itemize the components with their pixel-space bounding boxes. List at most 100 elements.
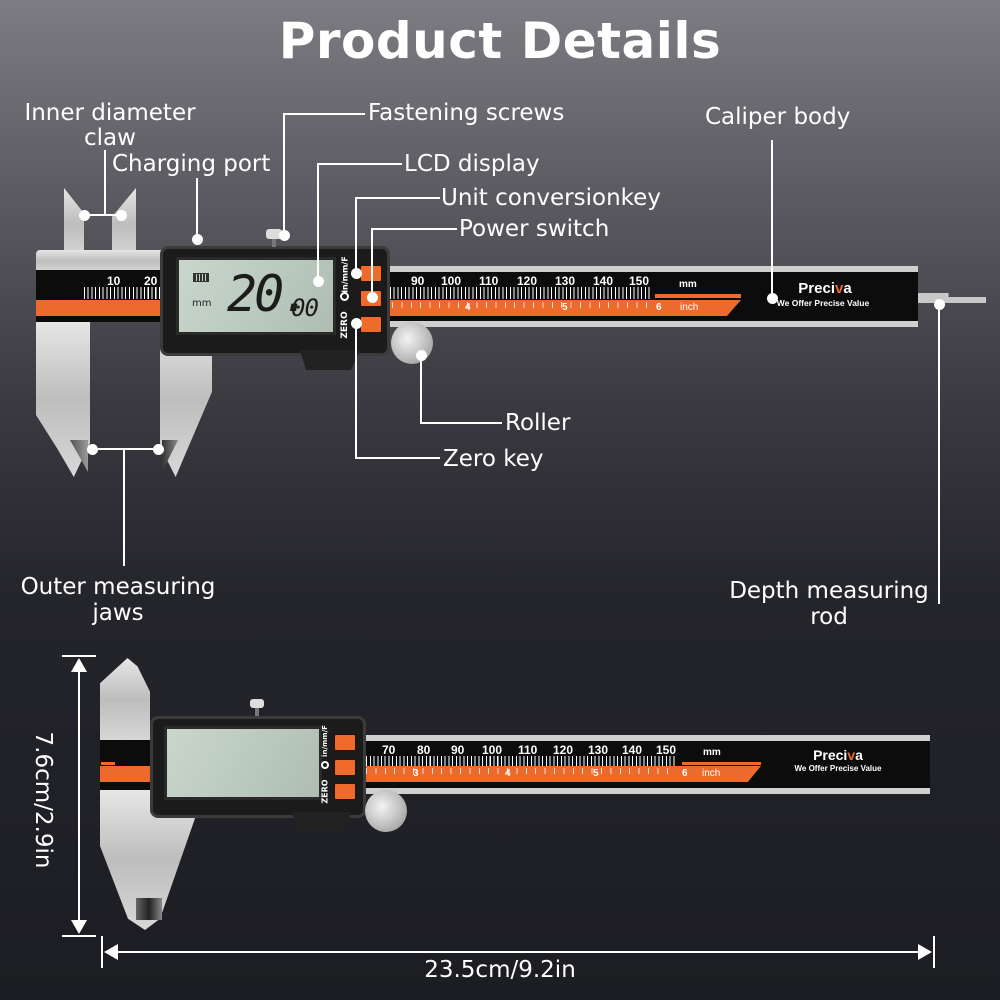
- mm-ticks-right: [390, 287, 652, 299]
- point-dot: [933, 298, 945, 310]
- height-dimension-label: 7.6cm/2.9in: [30, 731, 56, 869]
- point-dot: [350, 317, 362, 329]
- label-roller: Roller: [505, 410, 571, 436]
- leader-outer-jaws-h: [92, 448, 158, 450]
- brand-name-pre: Preci: [798, 280, 835, 297]
- brand-tagline: We Offer Precise Value: [776, 298, 870, 308]
- leader-lcd-v: [317, 163, 319, 281]
- scale-number: 10: [107, 274, 121, 288]
- label-charging-port: Charging port: [112, 151, 271, 177]
- battery-icon: [193, 273, 209, 282]
- power-icon: [321, 761, 329, 769]
- scale-number: 120: [553, 743, 574, 757]
- leader-roller-v: [420, 355, 422, 423]
- scale-number: 100: [482, 743, 503, 757]
- brand-name-post: a: [843, 280, 852, 297]
- inch-strip-upper: [655, 294, 741, 298]
- inch-number: 3: [413, 768, 419, 779]
- roller-wheel[interactable]: [365, 790, 407, 832]
- leader-caliper-body: [771, 140, 773, 298]
- inch-number: 6: [682, 768, 688, 779]
- label-line: claw: [84, 125, 136, 151]
- inch-ticks: [392, 302, 654, 308]
- scale-number: 90: [411, 274, 425, 288]
- mm-ticks: [366, 756, 676, 766]
- scale-number: 150: [656, 743, 677, 757]
- inch-number: 5: [593, 768, 599, 779]
- scale-number: 130: [555, 274, 576, 288]
- power-button[interactable]: [334, 759, 356, 776]
- leader-zero-h: [355, 457, 440, 459]
- beam-bottom-rail: [362, 788, 930, 794]
- leader-inner-claw-v: [104, 150, 106, 214]
- zero-button[interactable]: [334, 783, 356, 800]
- height-dim-line: [78, 665, 80, 927]
- label-unit-conversion-key: Unit conversionkey: [441, 185, 661, 211]
- mm-label: mm: [679, 279, 697, 290]
- leader-depth-rod: [938, 304, 940, 604]
- fastening-screw: [266, 229, 282, 239]
- point-dot: [191, 233, 203, 245]
- scale-number: 140: [593, 274, 614, 288]
- leader-outer-jaws-v: [123, 448, 125, 566]
- beam-top-rail: [362, 735, 930, 741]
- scale-number: 90: [451, 743, 465, 757]
- depth-rod: [918, 293, 986, 303]
- inch-ticks: [366, 768, 676, 774]
- leader-lcd-h: [317, 163, 402, 165]
- leader-inner-claw-h: [84, 214, 122, 216]
- label-outer-measuring-jaws: Outer measuring jaws: [0, 574, 236, 626]
- housing-lower: [292, 812, 352, 830]
- jaw-head-upper: [36, 250, 166, 272]
- leader-unit-v: [355, 197, 357, 273]
- power-icon: [340, 292, 349, 301]
- inch-number: 4: [505, 768, 511, 779]
- label-inner-diameter-claw: Inner diameter claw: [10, 100, 210, 151]
- lcd-unit: mm: [192, 298, 212, 309]
- point-dot: [366, 291, 378, 303]
- inch-label: inch: [680, 302, 699, 313]
- brand-logo: Preciva: [770, 281, 880, 297]
- label-line: Inner diameter: [24, 100, 196, 126]
- mm-ticks-left: [84, 287, 160, 299]
- brand-tagline: We Offer Precise Value: [794, 764, 882, 773]
- brand-logo: Preciva: [788, 748, 888, 763]
- point-dot: [350, 267, 362, 279]
- inch-strip-upper: [682, 762, 761, 765]
- top-caliper: 10 20 90 100 110 120 130 140 150 mm 4 5 …: [36, 188, 986, 477]
- point-dot: [415, 349, 427, 361]
- lcd-reading-main: 20.: [227, 265, 311, 323]
- label-depth-measuring-rod: Depth measuring rod: [712, 578, 946, 630]
- scale-number: 110: [518, 743, 538, 757]
- leader-fastening-v: [283, 113, 285, 235]
- fastening-screw: [250, 699, 264, 708]
- inch-label: inch: [702, 768, 721, 779]
- page-title: Product Details: [278, 12, 722, 70]
- label-line: Depth measuring: [729, 578, 929, 604]
- inch-number: 4: [465, 302, 471, 313]
- label-power-switch: Power switch: [459, 216, 610, 242]
- leader-power-h: [371, 228, 457, 230]
- brand-name-v: v: [847, 747, 856, 763]
- arrow-left-icon: [104, 944, 118, 960]
- scale-number: 130: [588, 743, 609, 757]
- point-dot: [78, 209, 90, 221]
- unit-conversion-button[interactable]: [334, 734, 356, 751]
- lcd-reading-decimals: 00: [291, 294, 319, 322]
- leader-power-v: [371, 228, 373, 297]
- length-dimension-label: 23.5cm/9.2in: [424, 957, 576, 983]
- scale-number: 150: [629, 274, 650, 288]
- height-dim-top-cap: [62, 655, 96, 657]
- brand-name-v: v: [835, 280, 844, 297]
- label-line: Outer measuring: [20, 574, 216, 600]
- scale-number: 70: [382, 743, 396, 757]
- label-line: jaws: [92, 600, 144, 626]
- point-dot: [766, 292, 778, 304]
- arrow-right-icon: [918, 944, 932, 960]
- label-line: rod: [810, 604, 848, 630]
- scale-number: 80: [417, 743, 431, 757]
- beam-top-rail: [386, 266, 918, 272]
- length-dim-right-cap: [933, 936, 935, 968]
- label-fastening-screws: Fastening screws: [368, 100, 565, 126]
- label-caliper-body: Caliper body: [705, 104, 851, 130]
